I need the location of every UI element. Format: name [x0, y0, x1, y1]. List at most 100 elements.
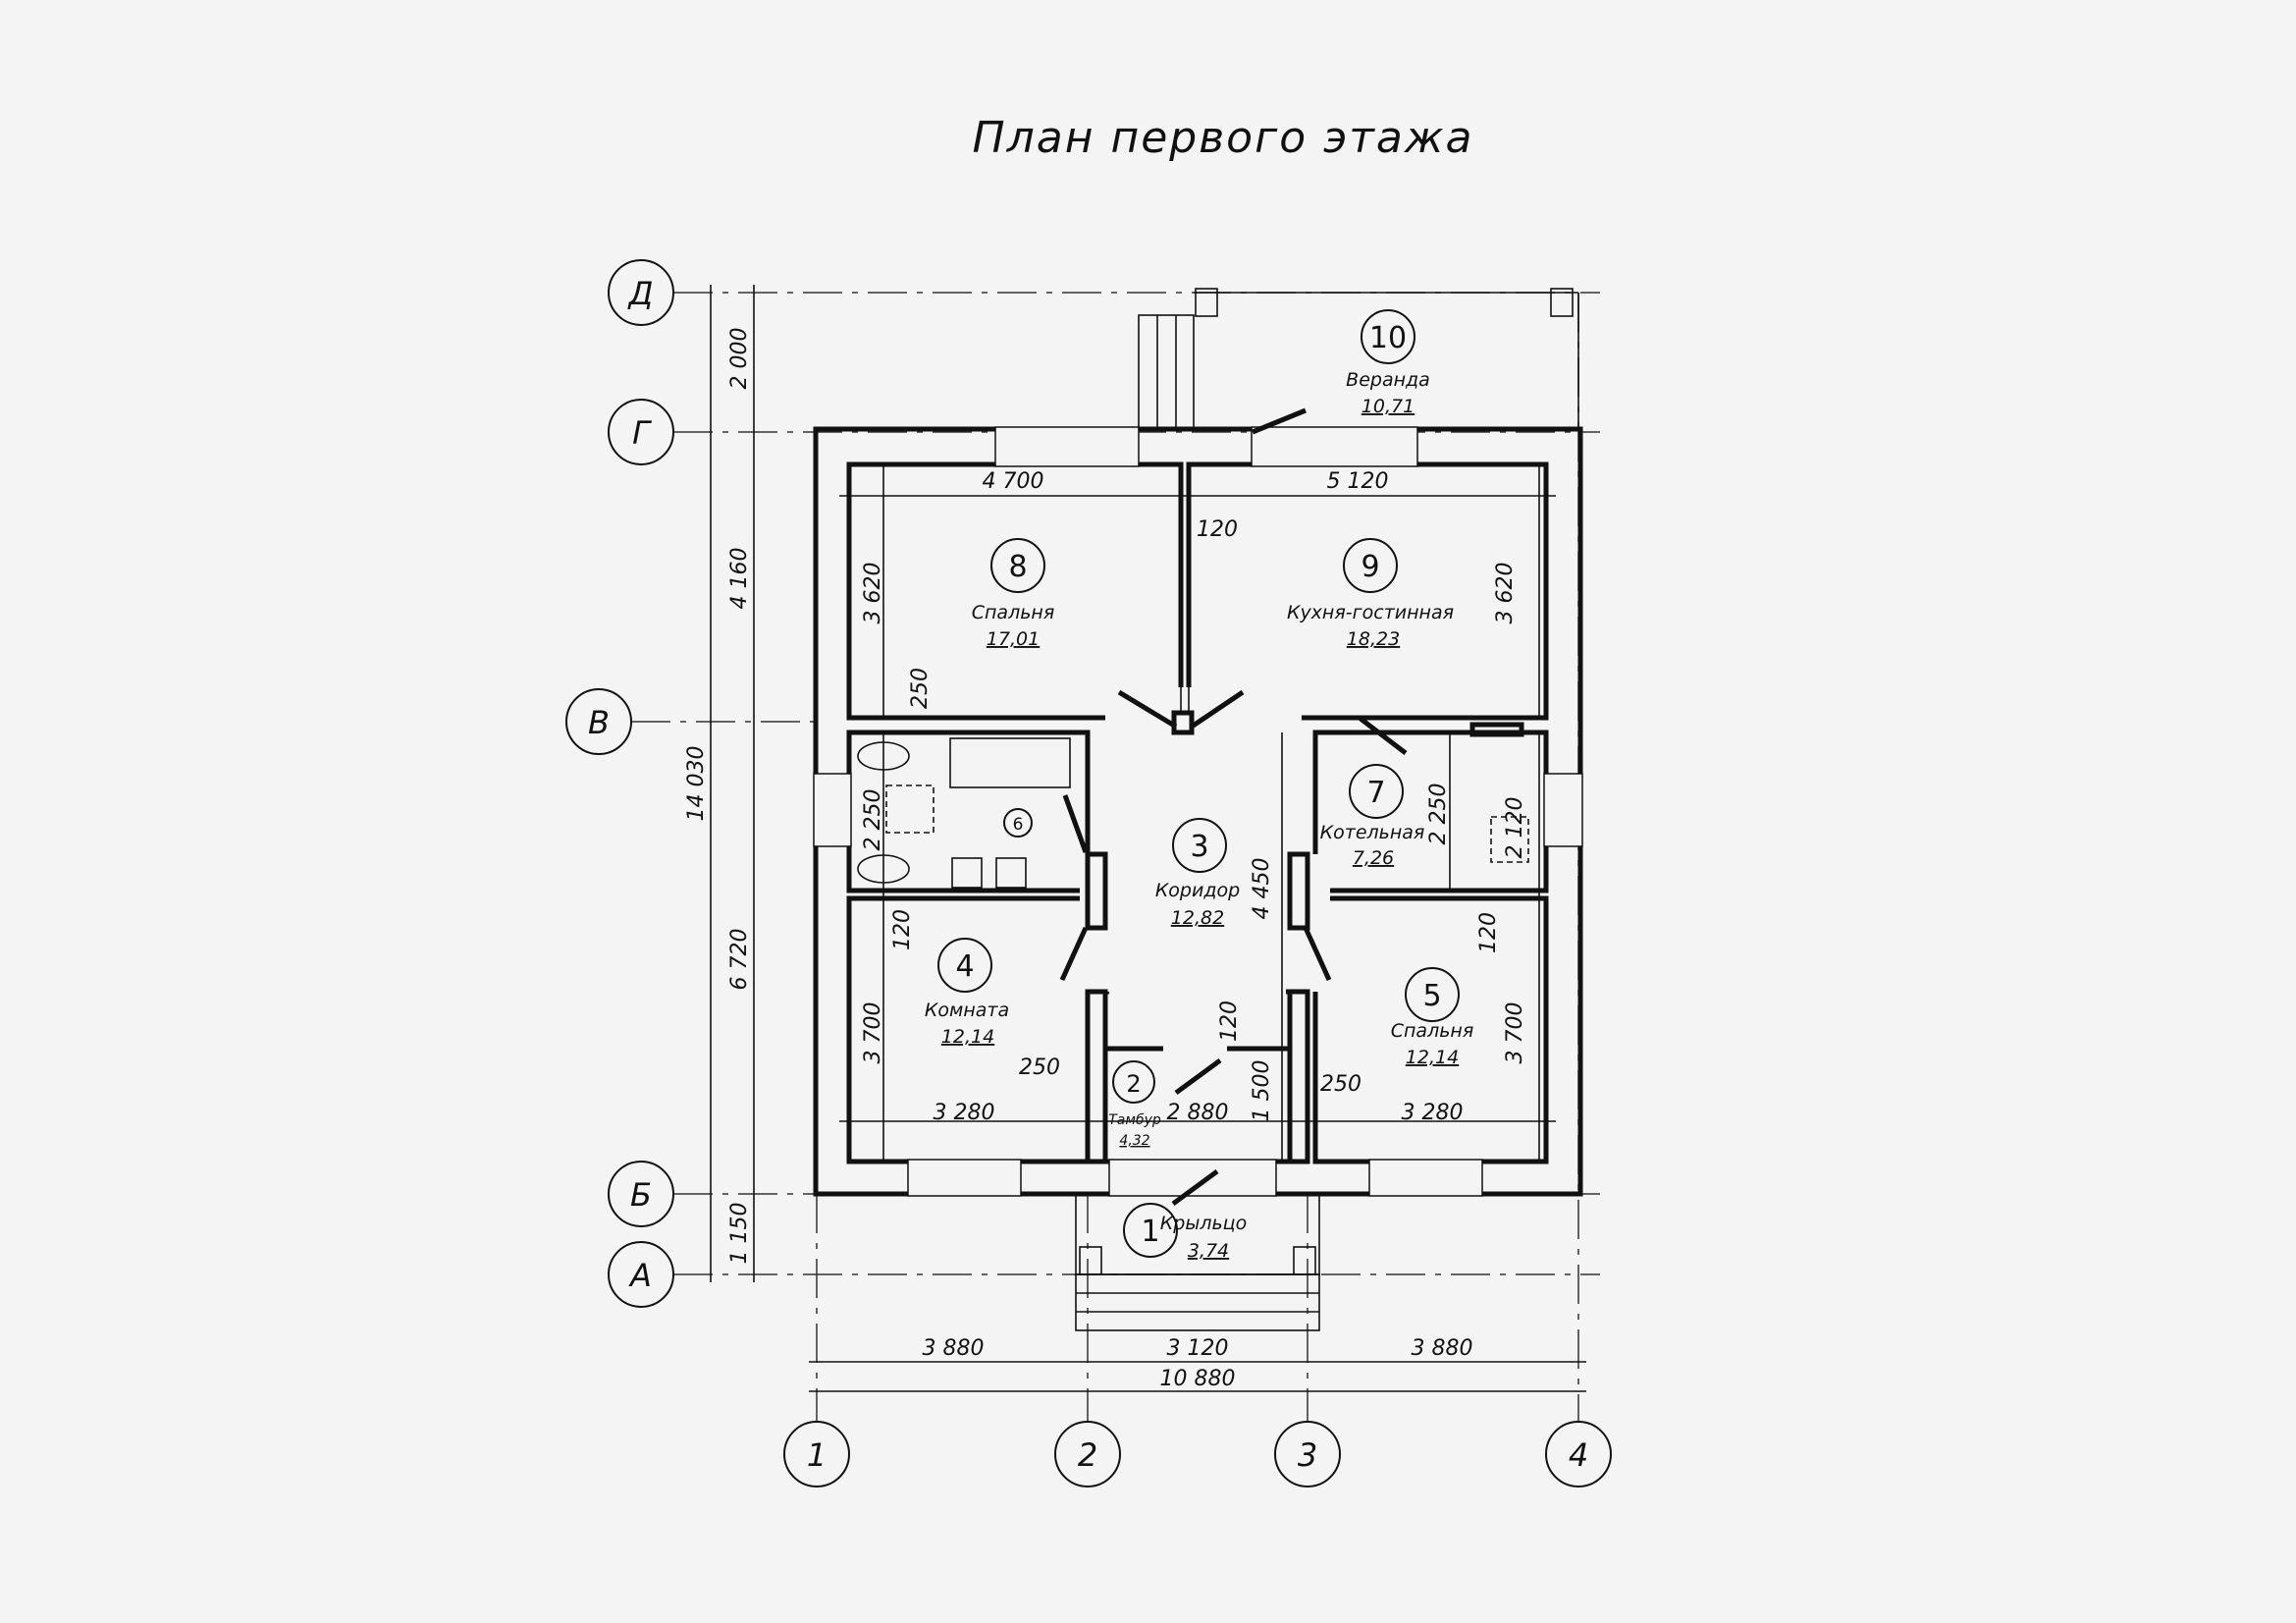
door-swing-icon: [1359, 717, 1408, 755]
room-area: 3,74: [1188, 1240, 1229, 1262]
door-swing-icon: [1062, 794, 1089, 853]
dim-room5-height: 3 700: [1503, 1002, 1527, 1064]
dim-bath-height: 2 250: [861, 789, 885, 851]
dim-total-height: 14 030: [684, 746, 709, 822]
window: [907, 1159, 1022, 1197]
door-swing-icon: [1252, 407, 1307, 435]
room-area: 10,71: [1362, 396, 1415, 417]
dim-wall-120: 120: [1476, 912, 1501, 953]
window: [1368, 1159, 1483, 1197]
room-area: 4,32: [1119, 1133, 1149, 1149]
room-name: Спальня: [1391, 1020, 1474, 1042]
room-name: Тамбур: [1108, 1112, 1161, 1128]
room-number: 10: [1369, 321, 1407, 355]
room-number: 9: [1361, 550, 1379, 584]
room-number-circles: [937, 309, 1460, 1258]
dim-3-4: 3 880: [1412, 1336, 1473, 1361]
dim-room9-height: 3 620: [1493, 563, 1518, 624]
windows: [813, 426, 1583, 1197]
sink-icon: [995, 857, 1027, 889]
dim-1-2: 3 880: [923, 1336, 985, 1361]
room-area: 18,23: [1347, 628, 1400, 650]
axis-label-row: Б: [630, 1176, 652, 1214]
axis-label-col: 3: [1298, 1436, 1317, 1474]
room-2-label: 2 Тамбур 4,32: [1108, 1070, 1161, 1149]
dim-tambur-height: 1 500: [1250, 1060, 1274, 1122]
door-swing-icon: [1174, 1057, 1222, 1096]
veranda: [1138, 288, 1579, 430]
room-number: 1: [1141, 1215, 1159, 1249]
room-number: 8: [1008, 550, 1027, 584]
door-swing-icon: [1117, 689, 1178, 730]
dim-room5-width: 3 280: [1402, 1101, 1464, 1125]
room-name: Крыльцо: [1160, 1213, 1247, 1234]
axis-label-col: 2: [1078, 1436, 1097, 1474]
room-name: Веранда: [1346, 369, 1430, 391]
room-area: 12,14: [941, 1026, 994, 1048]
dim-room7-height: 2 250: [1426, 784, 1451, 845]
door-swing-icon: [1059, 926, 1089, 982]
room-name: Коридор: [1155, 880, 1240, 901]
dim-room4-width: 3 280: [934, 1101, 995, 1125]
room-name: Котельная: [1320, 822, 1425, 843]
window: [1543, 773, 1583, 847]
dim-total-width: 10 880: [1160, 1367, 1236, 1391]
dim-wall-250: 250: [1320, 1072, 1362, 1097]
room-10-label: 10 Веранда 10,71: [1346, 321, 1430, 417]
room-8-label: 8 Спальня 17,01: [972, 550, 1055, 650]
axis-label-row: Г: [632, 414, 652, 452]
room-3-label: 3 Коридор 12,82: [1155, 830, 1240, 929]
door-swing-icon: [1303, 926, 1332, 982]
dim-wall-120: 120: [890, 909, 915, 950]
axis-label-col: 4: [1569, 1436, 1588, 1474]
room-area: 12,14: [1406, 1047, 1459, 1068]
sink-icon: [951, 857, 983, 889]
window: [1251, 426, 1418, 467]
dim-room8-height: 3 620: [861, 563, 885, 624]
bathtub-icon: [949, 737, 1071, 788]
shower-drain-icon: [885, 784, 934, 834]
dim-g-v: 4 160: [727, 548, 752, 610]
room-name: Спальня: [972, 602, 1055, 623]
room-7-label: 7 Котельная 7,26: [1320, 776, 1425, 869]
room-number: 2: [1126, 1070, 1141, 1098]
dim-2-3: 3 120: [1167, 1336, 1229, 1361]
boiler-icon: [1490, 816, 1529, 863]
axis-label-row: Д: [627, 275, 654, 312]
column-icon: [1079, 1246, 1102, 1275]
dim-room8-width: 4 700: [983, 469, 1044, 494]
room-number: 6: [1013, 815, 1024, 835]
window: [813, 773, 852, 847]
room-area: 17,01: [987, 628, 1040, 650]
room-number: 3: [1190, 830, 1208, 864]
room-name: Кухня-гостинная: [1287, 602, 1454, 623]
dim-d-g: 2 000: [727, 328, 752, 390]
room-4-label: 4 Комната 12,14: [925, 949, 1009, 1048]
dim-b-a: 1 150: [727, 1203, 752, 1265]
room-number: 4: [955, 949, 974, 984]
room-number: 7: [1366, 776, 1385, 810]
door-swing-icon: [1190, 689, 1245, 730]
column-icon: [1293, 1246, 1316, 1275]
stairs-icon: [1138, 314, 1195, 430]
dim-wall-250: 250: [908, 668, 933, 709]
window: [994, 426, 1140, 467]
axis-label-row: А: [628, 1257, 652, 1294]
dim-room9-width: 5 120: [1327, 469, 1389, 494]
room-area: 7,26: [1353, 847, 1394, 869]
dim-corridor-height: 4 450: [1250, 858, 1274, 920]
dim-partition: 120: [1197, 517, 1238, 542]
stairs-icon: [1075, 1273, 1320, 1331]
plan-title: План первого этажа: [973, 113, 1474, 163]
room-9-label: 9 Кухня-гостинная 18,23: [1287, 550, 1454, 650]
dim-room4-height: 3 700: [861, 1002, 885, 1064]
room-6-label: 6: [1013, 815, 1024, 835]
axis-label-col: 1: [807, 1436, 827, 1474]
dim-v-b: 6 720: [727, 929, 752, 991]
room-1-label: 1 Крыльцо 3,74: [1141, 1213, 1247, 1262]
dim-tambur-width: 2 880: [1167, 1101, 1229, 1125]
axis-bubbles: [565, 259, 1612, 1488]
dim-wall-250: 250: [1019, 1055, 1060, 1080]
bathroom-fixtures: [857, 722, 1529, 889]
